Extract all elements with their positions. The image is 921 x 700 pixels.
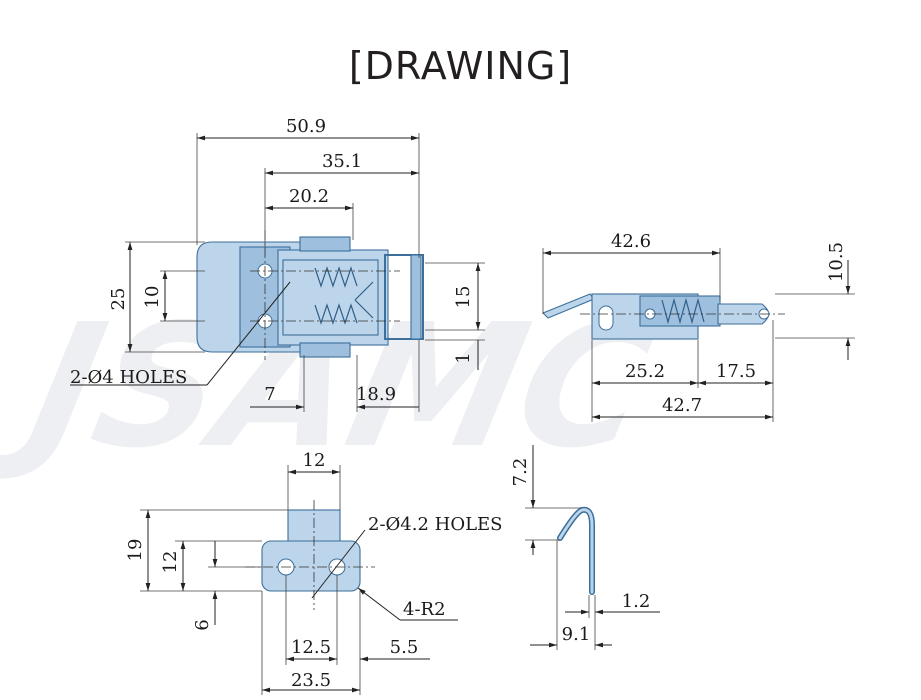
dim-right-offset: 18.9: [356, 384, 396, 405]
latch-top-dimensions: 50.9 35.1 20.2 25 10 15: [70, 116, 485, 412]
catch-side-dimensions: 7.2 1.2 9.1: [510, 445, 660, 650]
latch-side-slot: [598, 305, 614, 331]
dim-offset: 1: [453, 352, 474, 363]
catch-front-dimensions: 12 19 12 6 12.5 5.5 23.5: [125, 450, 503, 695]
dim-length-top: 42.6: [611, 231, 651, 252]
latch-side-dimensions: 42.6 10.5 25.2 17.5 42.7: [542, 231, 855, 422]
latch-spring-bottom: [314, 303, 358, 325]
catch-radius-note: 4-R2: [403, 599, 446, 620]
catch-holes-note: 2-Ø4.2 HOLES: [368, 514, 503, 535]
dim-seg-right: 17.5: [716, 361, 756, 382]
dim-height-total: 25: [108, 288, 129, 311]
latch-hinge-top: [299, 236, 351, 252]
dim-depth: 9.1: [562, 624, 591, 645]
dim-catch-width: 23.5: [291, 670, 331, 691]
catch-side-view: [557, 506, 595, 595]
dim-hole-spacing: 10: [142, 286, 163, 309]
dim-catch-height-mid: 12: [160, 551, 181, 574]
dim-width-mid: 35.1: [322, 151, 362, 172]
catch-hook: [557, 506, 595, 595]
latch-side-spring: [661, 297, 705, 325]
dim-seg-left: 25.2: [625, 361, 665, 382]
latch-lever-inner: [282, 259, 379, 336]
dim-catch-edge: 5.5: [390, 637, 419, 658]
catch-plate: [261, 540, 361, 592]
page-title: [DRAWING]: [348, 44, 573, 88]
catch-front-view: [245, 500, 375, 610]
dim-side-height: 10.5: [826, 242, 847, 282]
latch-wire-bar: [410, 254, 422, 340]
dim-hook-height: 7.2: [510, 458, 531, 487]
dim-length-bottom: 42.7: [662, 395, 702, 416]
dim-width-small: 20.2: [289, 186, 329, 207]
dim-catch-bottom: 6: [192, 619, 213, 630]
dim-overall-width: 50.9: [286, 116, 326, 137]
dim-thickness: 1.2: [622, 591, 651, 612]
latch-holes-note: 2-Ø4 HOLES: [70, 367, 187, 388]
dim-catch-hole-spacing: 12.5: [291, 637, 331, 658]
latch-wire-loop: [384, 254, 424, 340]
dim-spring-height: 15: [453, 286, 474, 309]
latch-hinge-bottom: [299, 342, 351, 358]
latch-spring-hook: [354, 281, 374, 319]
dim-catch-height-total: 19: [125, 539, 146, 562]
dim-tab-width: 12: [303, 450, 326, 471]
latch-side-view: [542, 293, 785, 340]
dim-hole-offset: 7: [264, 384, 275, 405]
